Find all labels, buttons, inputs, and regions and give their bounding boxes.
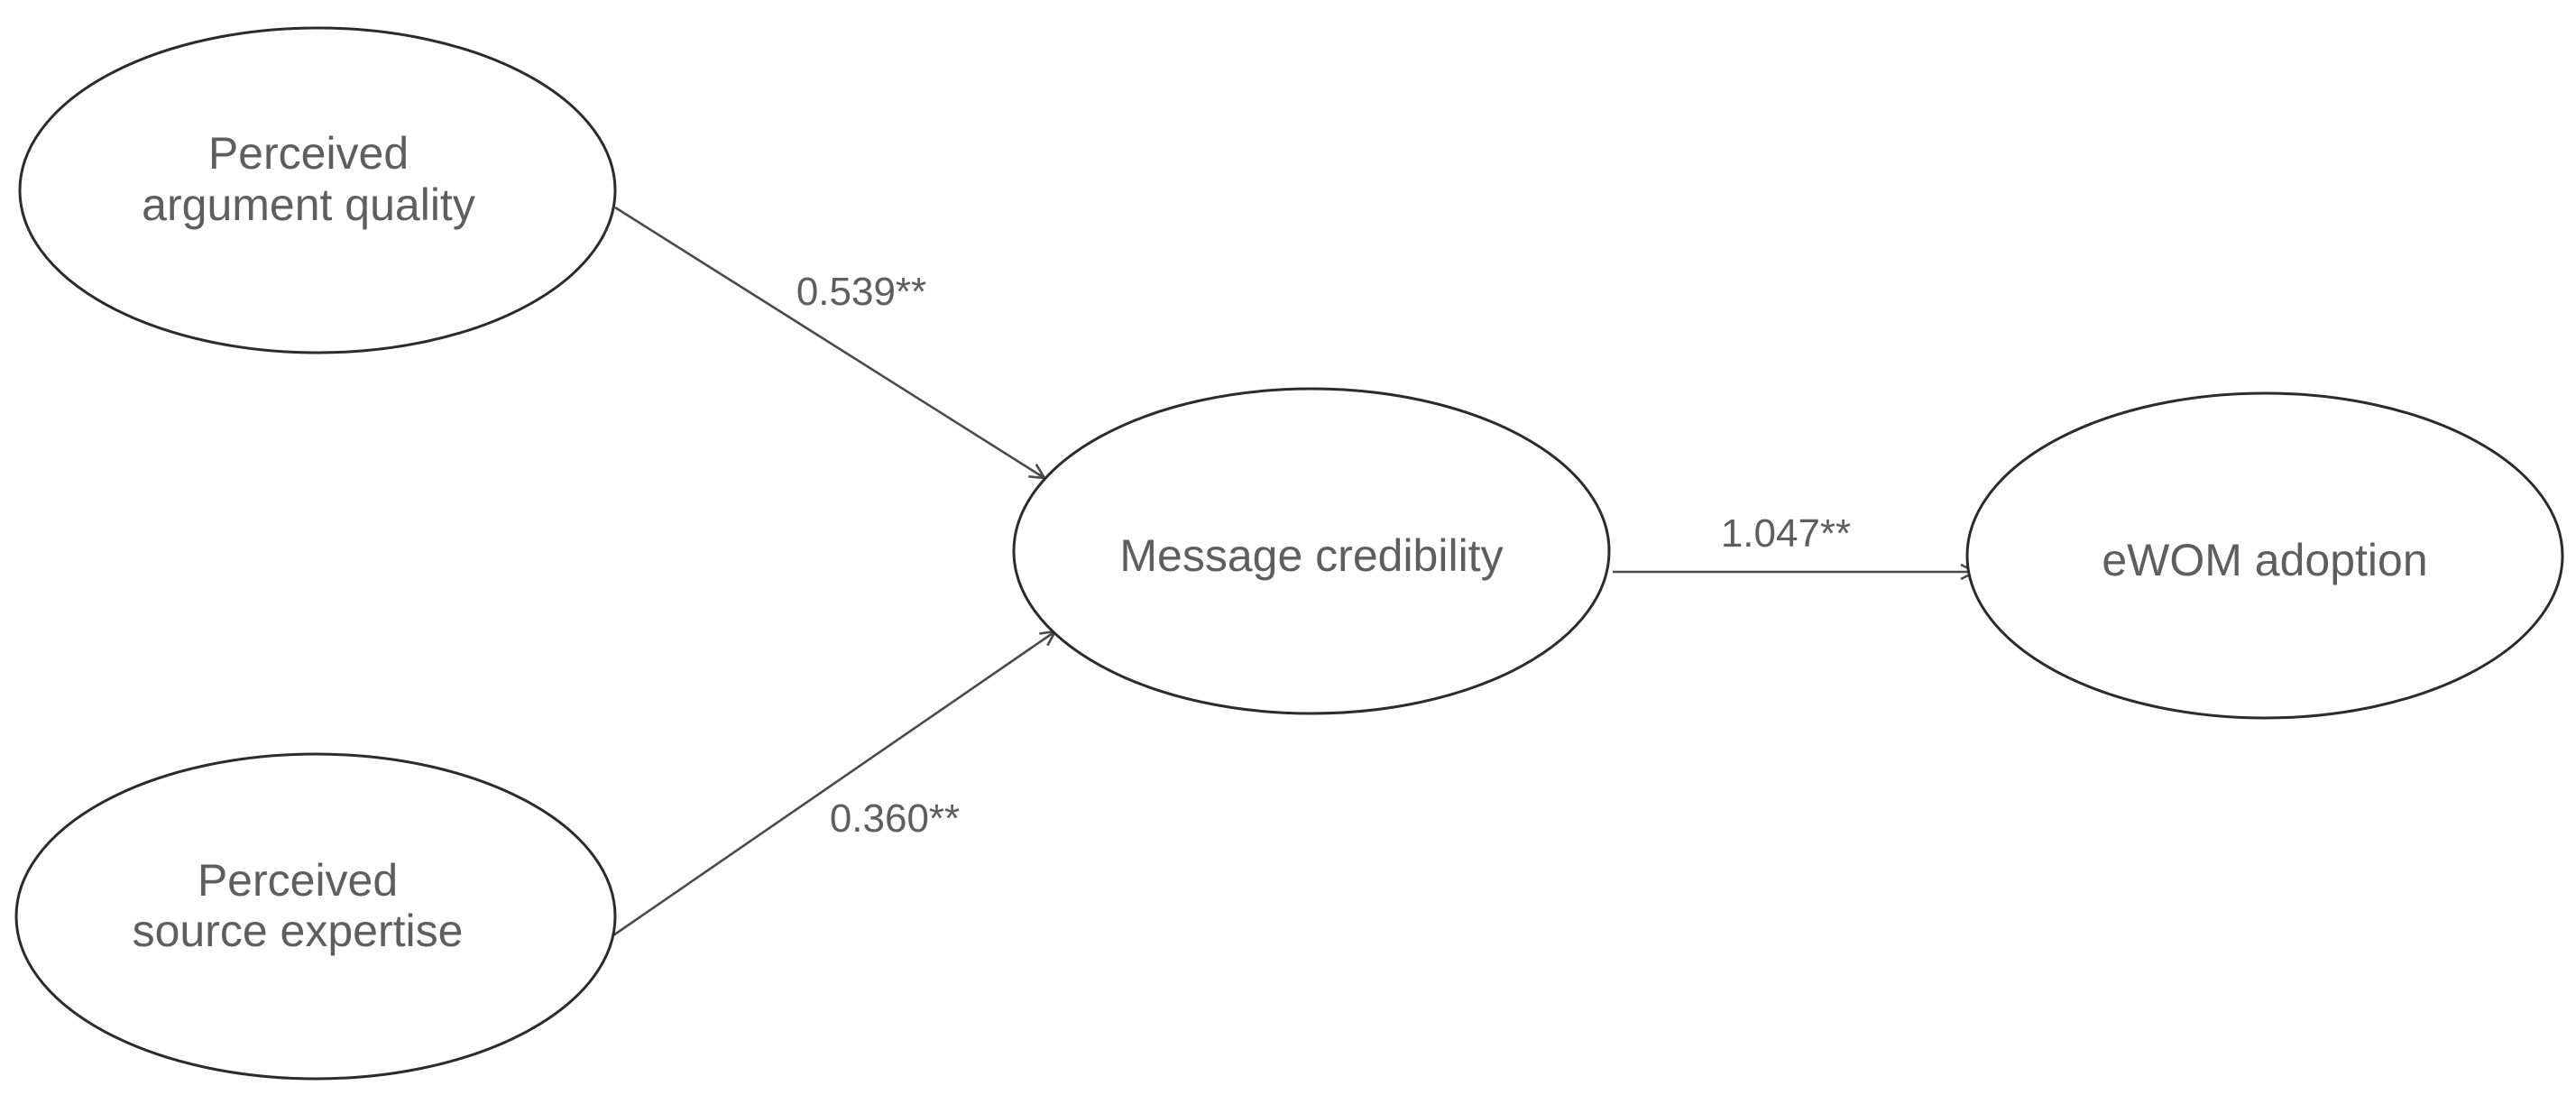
node-label: Perceived — [208, 128, 409, 179]
node-ellipse — [18, 26, 617, 354]
node-ellipse — [1965, 391, 2564, 720]
node-label: argument quality — [142, 179, 475, 230]
edge-coefficient-label: 0.360** — [830, 796, 960, 841]
node-label: source expertise — [133, 906, 464, 956]
edge-credibility-to-adoption: 1.047** — [1613, 511, 1975, 572]
edge-coefficient-label: 1.047** — [1721, 511, 1851, 556]
node-perceived-source-expertise: Perceived source expertise — [14, 752, 617, 1081]
node-ellipse — [1012, 387, 1611, 715]
edge-arrow — [614, 206, 1044, 478]
edge-expertise-to-credibility: 0.360** — [612, 631, 1055, 937]
node-ewom-adoption: eWOM adoption — [1965, 391, 2564, 720]
node-ellipse — [14, 752, 617, 1081]
edge-arrow — [612, 631, 1055, 937]
node-label: Message credibility — [1119, 530, 1503, 581]
node-perceived-argument-quality: Perceived argument quality — [18, 26, 617, 354]
edge-coefficient-label: 0.539** — [796, 270, 926, 314]
node-label: Perceived — [198, 855, 398, 906]
edge-quality-to-credibility: 0.539** — [614, 206, 1044, 478]
node-message-credibility: Message credibility — [1012, 387, 1611, 715]
node-label: eWOM adoption — [2102, 535, 2427, 585]
